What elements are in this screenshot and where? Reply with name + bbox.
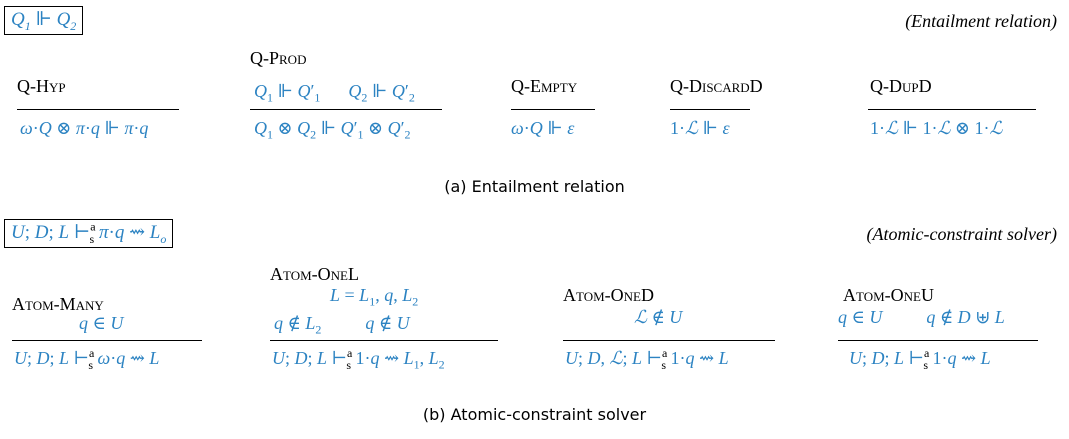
inference-bar-q-discardd (670, 109, 750, 111)
inference-bar-atom-oned (563, 340, 775, 342)
rule-name-atom-many: Atom-Many (12, 294, 104, 314)
rule-name-q-discardd: Q-DiscardD (670, 76, 763, 96)
inference-bar-q-dupd (868, 109, 1036, 111)
conclusion-q-dupd: 1·ℒ ⊩ 1·ℒ ⊗ 1·ℒ (870, 118, 1003, 138)
inference-bar-q-empty (511, 109, 595, 111)
inference-bar-atom-onel (270, 340, 498, 342)
conclusion-q-discardd: 1·ℒ ⊩ ε (670, 118, 730, 138)
inference-bar-q-hyp (17, 109, 179, 111)
conclusion-atom-many: U; D; L ⊢as ω·q ⇝ L (14, 346, 160, 372)
entailment-header-note: (Entailment relation) (905, 11, 1057, 31)
entailment-judgment-box: Q1 ⊩ Q2 (4, 6, 84, 35)
caption-b: (b) Atomic-constraint solver (422, 405, 647, 424)
conclusion-q-empty: ω·Q ⊩ ε (511, 118, 575, 138)
premise-atom-oned: ℒ ∉ U (634, 307, 683, 327)
premise-atom-onel-1: L = L1, q, L2 (330, 285, 419, 309)
rule-name-q-empty: Q-Empty (511, 76, 578, 96)
rule-name-q-dupd: Q-DupD (870, 76, 932, 96)
conclusion-atom-oned: U; D, ℒ; L ⊢as 1·q ⇝ L (565, 346, 729, 372)
rule-name-q-hyp: Q-Hyp (17, 76, 66, 96)
inference-bar-q-prod (250, 109, 442, 111)
rule-name-atom-oned: Atom-OneD (563, 285, 654, 305)
conclusion-atom-oneu: U; D; L ⊢as 1·q ⇝ L (849, 346, 991, 372)
judgment-form-a: Q1 ⊩ Q2 (11, 9, 77, 33)
solver-header-note: (Atomic-constraint solver) (866, 224, 1057, 244)
rule-name-atom-onel: Atom-OneL (270, 264, 359, 284)
rule-name-q-prod: Q-Prod (250, 48, 307, 68)
inference-bar-atom-many (12, 340, 202, 342)
premise-atom-many: q ∈ U (79, 313, 124, 333)
conclusion-q-prod: Q1 ⊗ Q2 ⊩ Q′1 ⊗ Q′2 (254, 118, 411, 142)
conclusion-q-hyp: ω·Q ⊗ π·q ⊩ π·q (20, 118, 149, 138)
solver-judgment-box: U; D; L ⊢as π·q ⇝ Lo (4, 219, 174, 248)
rule-name-atom-oneu: Atom-OneU (843, 285, 934, 305)
caption-a: (a) Entailment relation (444, 177, 625, 196)
inference-bar-atom-oneu (838, 340, 1038, 342)
conclusion-atom-onel: U; D; L ⊢as 1·q ⇝ L1, L2 (272, 346, 445, 372)
judgment-form-b: U; D; L ⊢as π·q ⇝ Lo (11, 219, 167, 246)
